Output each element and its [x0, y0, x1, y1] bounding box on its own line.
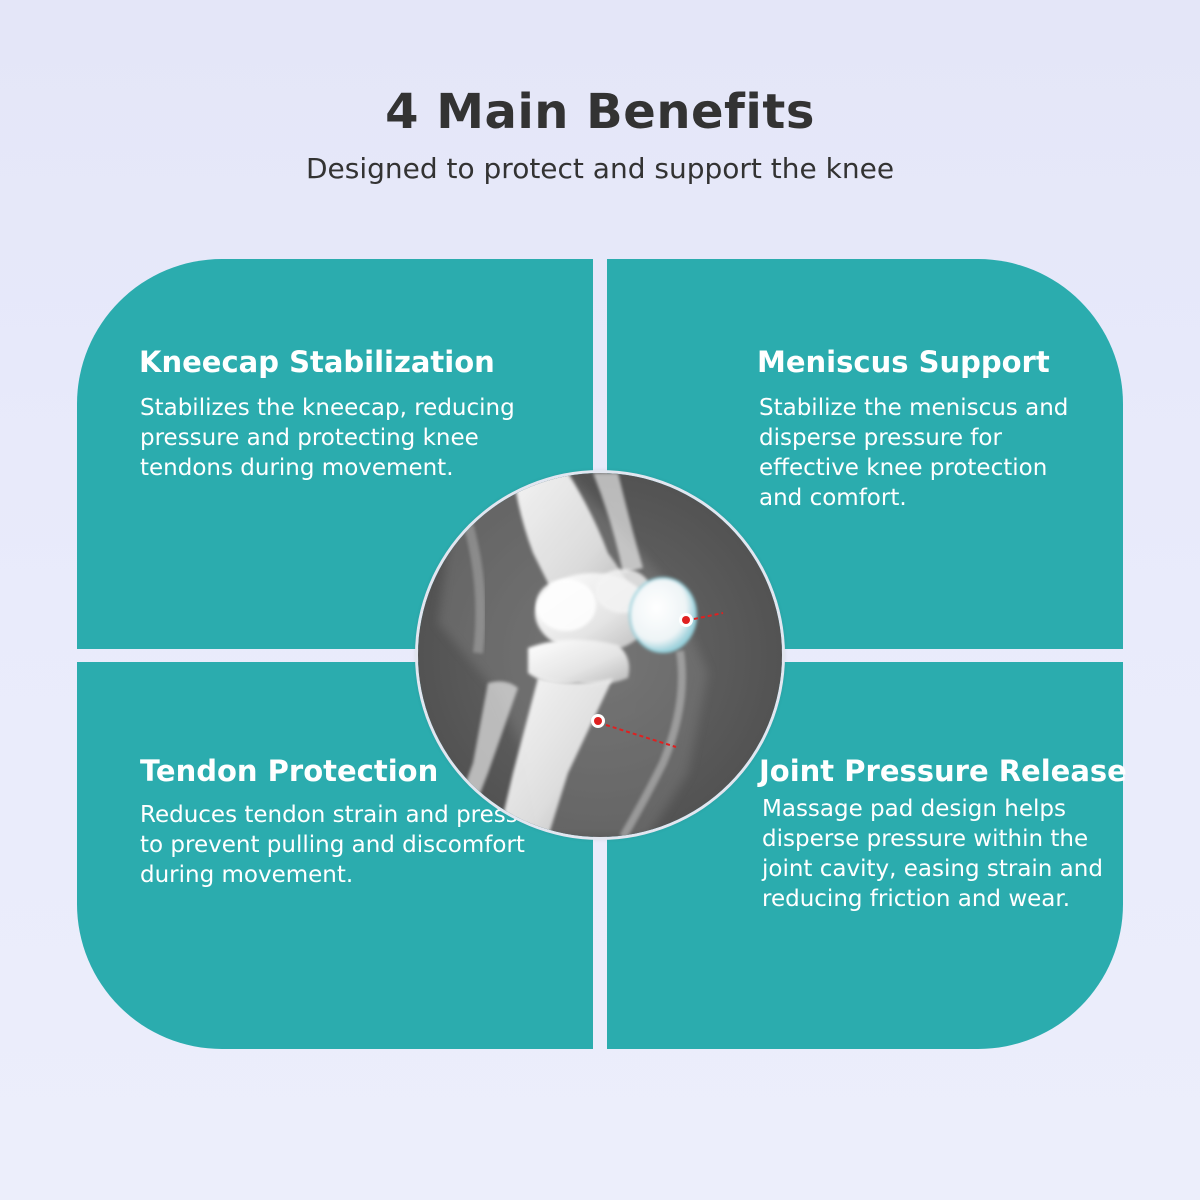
benefit-title: Tendon Protection	[140, 754, 439, 788]
benefit-card-tendon-protection: Tendon Protection Reduces tendon strain …	[77, 662, 593, 1049]
page-subtitle: Designed to protect and support the knee	[305, 152, 895, 185]
benefit-title: Joint Pressure Release	[759, 754, 1127, 788]
benefit-card-kneecap-stabilization: Kneecap Stabilization Stabilizes the kne…	[77, 259, 593, 649]
benefit-description: Reduces tendon strain and pressure to pr…	[140, 802, 556, 888]
benefit-description: Stabilize the meniscus and disperse pres…	[759, 395, 1069, 511]
benefit-title: Meniscus Support	[757, 345, 1050, 379]
knee-xray-image	[418, 473, 782, 837]
knee-xray-icon	[418, 473, 782, 837]
benefit-card-meniscus-support: Meniscus Support Stabilize the meniscus …	[607, 259, 1123, 649]
page-title: 4 Main Benefits	[385, 84, 815, 140]
benefit-description: Stabilizes the kneecap, reducing pressur…	[140, 395, 515, 481]
benefit-description: Massage pad design helps disperse pressu…	[762, 796, 1103, 912]
benefit-title: Kneecap Stabilization	[139, 345, 495, 379]
